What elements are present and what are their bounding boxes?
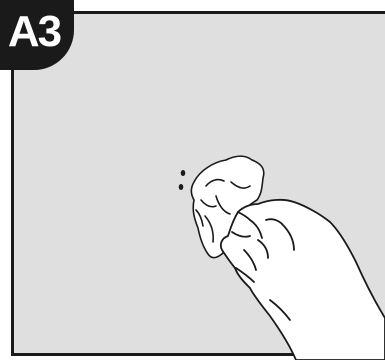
step-label: A3 <box>0 6 68 58</box>
motion-mark-top <box>181 170 186 176</box>
hand <box>221 200 385 360</box>
motion-marks <box>179 170 186 190</box>
motion-mark-bottom <box>179 184 184 190</box>
